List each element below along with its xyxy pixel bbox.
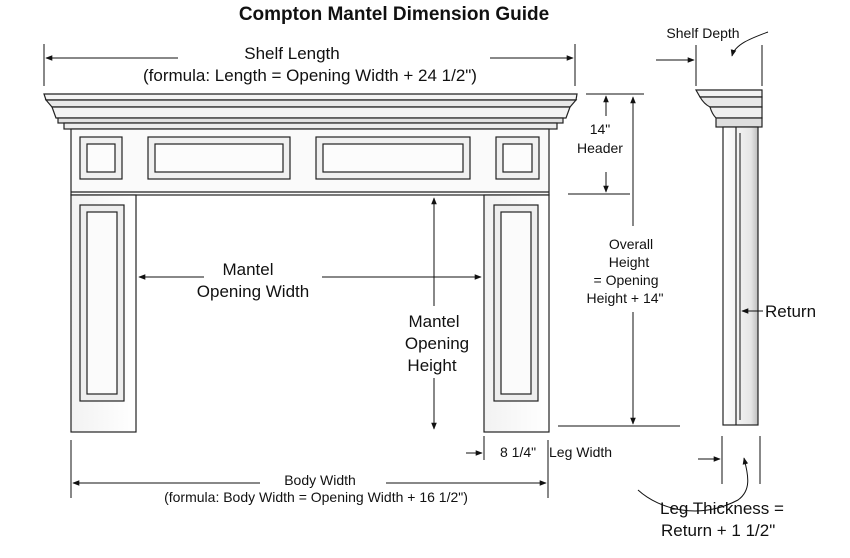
shelf-length-dimension: Shelf Length (formula: Length = Opening … [43, 44, 576, 86]
overall-height-line3: = Opening [594, 272, 659, 288]
overall-height-line2: Height [609, 254, 650, 270]
opening-height-line3: Height [407, 356, 456, 375]
leg-width-dimension: 8 1/4" Leg Width [466, 436, 612, 460]
mantel-shelf [43, 93, 578, 130]
shelf-length-formula: (formula: Length = Opening Width + 24 1/… [143, 66, 477, 85]
leg-width-label: Leg Width [549, 444, 612, 460]
header-dimension: 14" Header [568, 93, 644, 195]
overall-height-line4: Height + 14" [587, 290, 664, 306]
header-value: 14" [590, 121, 611, 137]
mantel-left-leg [70, 194, 137, 433]
opening-height-line2: Opening [405, 334, 469, 353]
body-width-formula: (formula: Body Width = Opening Width + 1… [164, 489, 468, 505]
opening-width-dimension: Mantel Opening Width [138, 260, 482, 301]
leg-thickness-line1: Leg Thickness = [660, 499, 784, 518]
opening-width-line1: Mantel [222, 260, 273, 279]
overall-height-dimension: Overall Height = Opening Height + 14" [558, 96, 680, 427]
mantel-right-leg [483, 194, 550, 433]
mantel-front-view [43, 93, 578, 433]
return-dimension: Return [739, 133, 816, 420]
return-label: Return [765, 302, 816, 321]
shelf-depth-label: Shelf Depth [666, 25, 739, 41]
shelf-depth-dimension: Shelf Depth [656, 25, 769, 86]
leg-width-value: 8 1/4" [500, 444, 536, 460]
opening-height-line1: Mantel [408, 312, 459, 331]
leg-thickness-line2: Return + 1 1/2" [661, 521, 775, 540]
mantel-side-view [694, 89, 763, 426]
body-width-label: Body Width [284, 472, 356, 488]
opening-width-line2: Opening Width [197, 282, 309, 301]
shelf-length-label: Shelf Length [244, 44, 339, 63]
header-label: Header [577, 140, 623, 156]
overall-height-line1: Overall [609, 236, 653, 252]
opening-height-dimension: Mantel Opening Height [405, 197, 469, 430]
body-width-dimension: Body Width (formula: Body Width = Openin… [70, 440, 549, 505]
diagram-title: Compton Mantel Dimension Guide [239, 4, 549, 25]
leg-thickness-dimension: Leg Thickness = Return + 1 1/2" [637, 436, 784, 540]
mantel-header-frieze [70, 128, 550, 196]
